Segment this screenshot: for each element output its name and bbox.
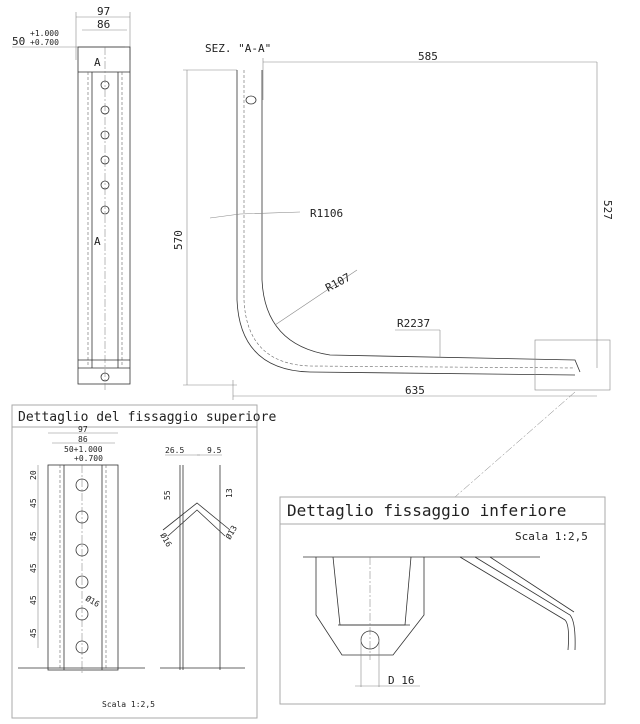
lower-detail-scale: Scala 1:2,5 [515, 530, 588, 543]
section-mark-bottom: A [94, 235, 101, 248]
dim-570: 570 [172, 230, 185, 250]
dim-86: 86 [78, 435, 88, 444]
pitch-dim: 20 [29, 470, 38, 480]
dim-13: 13 [225, 488, 234, 498]
dim-635: 635 [405, 384, 425, 397]
upper-detail-panel: Dettaglio del fissaggio superiore 97 86 … [11, 404, 276, 719]
dim-9-5: 9.5 [207, 446, 222, 455]
hole-diameter: Ø16 [84, 593, 102, 609]
front-view: 97 86 50 +1.000 +0.700 A A [12, 5, 131, 390]
lower-detail-title: Dettaglio fissaggio inferiore [287, 501, 566, 520]
radius-r1106: R1106 [310, 207, 343, 220]
dim-26-5: 26.5 [165, 446, 184, 455]
hole-pitch-dims: 20 45 45 45 45 45 [29, 470, 89, 654]
upper-detail-title: Dettaglio del fissaggio superiore [18, 410, 276, 425]
section-title: SEZ. "A-A" [205, 42, 271, 55]
radius-r107: R107 [323, 271, 353, 295]
dim-86: 86 [97, 18, 110, 31]
pitch-dim: 45 [29, 628, 38, 638]
dim-97: 97 [97, 5, 110, 18]
dim-585: 585 [418, 50, 438, 63]
dim-50: 50 [12, 35, 25, 48]
mounting-holes [100, 80, 110, 382]
upper-detail-scale: Scala 1:2,5 [102, 700, 155, 709]
pitch-dim: 45 [29, 531, 38, 541]
pitch-dim: 45 [29, 563, 38, 573]
detail-marker [534, 339, 611, 391]
lower-detail-panel: Dettaglio fissaggio inferiore Scala 1:2,… [279, 496, 606, 705]
radius-r2237: R2237 [397, 317, 430, 330]
tolerance-upper: +1.000 [30, 29, 59, 38]
dim-50: 50+1.000 [64, 445, 103, 454]
dim-50-lower: +0.700 [74, 454, 103, 463]
dim-97: 97 [78, 425, 88, 434]
pitch-dim: 45 [29, 595, 38, 605]
section-mark-top: A [94, 56, 101, 69]
pitch-dim: 45 [29, 498, 38, 508]
dim-527: 527 [601, 200, 614, 220]
section-view: SEZ. "A-A" 585 570 527 635 R1106 R107 R2… [172, 42, 614, 498]
dim-d16: D 16 [388, 674, 415, 687]
diameter-left: Ø16 [158, 531, 174, 549]
tolerance-lower: +0.700 [30, 38, 59, 47]
dim-55: 55 [163, 490, 172, 500]
